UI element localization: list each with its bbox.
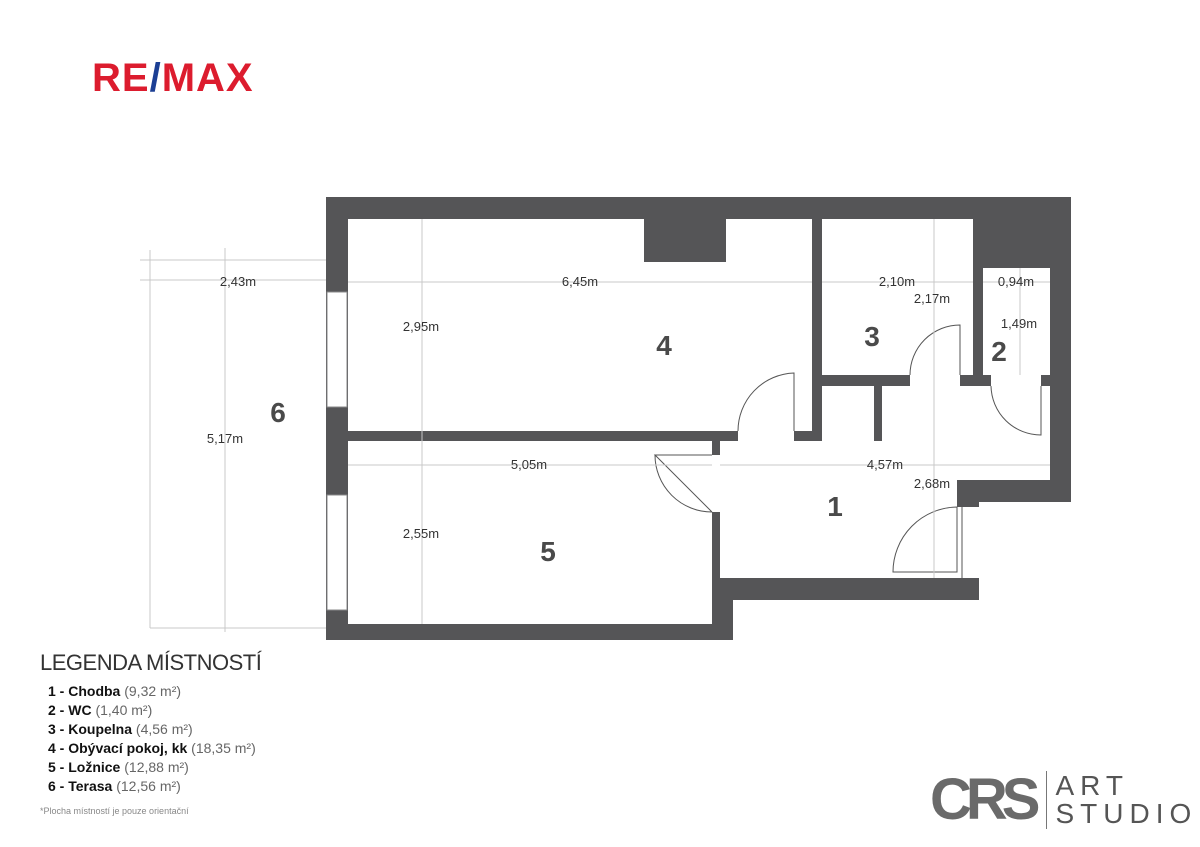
logo-part: MAX: [161, 56, 254, 100]
room-number-2: 2: [991, 336, 1007, 367]
legend-item: 5 - Ložnice (12,88 m²): [48, 758, 261, 777]
legend-item: 6 - Terasa (12,56 m²): [48, 777, 261, 796]
door-room-3[interactable]: [909, 324, 961, 387]
room-number-6: 6: [270, 397, 286, 428]
chimney: [644, 219, 726, 262]
legend-area: (12,56 m²): [116, 778, 181, 794]
legend-label: 2 - WC: [48, 702, 92, 718]
legend-item: 1 - Chodba (9,32 m²): [48, 682, 261, 701]
legend-item: 4 - Obývací pokoj, kk (18,35 m²): [48, 739, 261, 758]
terrace-outline: [140, 248, 335, 632]
dim-room4-depth: 2,95m: [403, 319, 439, 334]
legend-area: (1,40 m²): [95, 702, 153, 718]
legend-area: (4,56 m²): [135, 721, 193, 737]
legend-item: 3 - Koupelna (4,56 m²): [48, 720, 261, 739]
studio-line1: ART: [1055, 770, 1129, 801]
legend-item: 2 - WC (1,40 m²): [48, 701, 261, 720]
room-1-hallway: [720, 386, 1050, 578]
logo-part: RE: [92, 56, 150, 100]
door-room-2[interactable]: [990, 374, 1042, 436]
window: [326, 494, 348, 611]
dim-terrace-length: 5,17m: [207, 431, 243, 446]
room-number-1: 1: [827, 491, 843, 522]
legend-label: 4 - Obývací pokoj, kk: [48, 740, 188, 756]
dim-room2-width: 0,94m: [998, 274, 1034, 289]
studio-line2: STUDIO: [1055, 798, 1198, 829]
dim-room3-depth: 2,17m: [914, 291, 950, 306]
window: [326, 291, 348, 408]
logo-slash: /: [149, 56, 162, 100]
legend-label: 6 - Terasa: [48, 778, 113, 794]
room-number-5: 5: [540, 536, 556, 567]
crs-mark: CRS: [930, 767, 1040, 832]
logo-divider: [1046, 771, 1048, 829]
room-4-living: [348, 219, 812, 431]
dim-room1-depth: 2,68m: [914, 476, 950, 491]
room-2-wc: [983, 268, 1050, 375]
legend-area: (9,32 m²): [124, 683, 182, 699]
room-3-bathroom: [822, 219, 973, 375]
room-number-4: 4: [656, 330, 672, 361]
dim-room5-width: 5,05m: [511, 457, 547, 472]
dim-room5-depth: 2,55m: [403, 526, 439, 541]
legend-area: (18,35 m²): [191, 740, 256, 756]
partition-stub: [874, 386, 882, 441]
dim-room3-width: 2,10m: [879, 274, 915, 289]
room-number-3: 3: [864, 321, 880, 352]
door-room-4[interactable]: [737, 372, 795, 442]
dim-room1-width: 4,57m: [867, 457, 903, 472]
room-5-bedroom: [348, 441, 712, 624]
dim-terrace-width: 2,43m: [220, 274, 256, 289]
legend-label: 1 - Chodba: [48, 683, 121, 699]
remax-logo: RE/MAX: [92, 56, 254, 101]
legend-note: *Plocha místností je pouze orientační: [40, 806, 189, 816]
crs-art-studio-logo: CRS ART STUDIO: [930, 770, 1197, 830]
legend-area: (12,88 m²): [124, 759, 189, 775]
studio-words: ART STUDIO: [1055, 772, 1197, 828]
door-room-5[interactable]: [653, 454, 721, 513]
room-legend: LEGENDA MÍSTNOSTÍ 1 - Chodba (9,32 m²) 2…: [40, 650, 262, 816]
dim-room2-depth: 1,49m: [1001, 316, 1037, 331]
entrance-door[interactable]: [892, 506, 980, 578]
dim-room4-width: 6,45m: [562, 274, 598, 289]
legend-title: LEGENDA MÍSTNOSTÍ: [40, 650, 262, 675]
legend-label: 3 - Koupelna: [48, 721, 133, 737]
legend-label: 5 - Ložnice: [48, 759, 121, 775]
dimension-lines: [348, 219, 1050, 624]
